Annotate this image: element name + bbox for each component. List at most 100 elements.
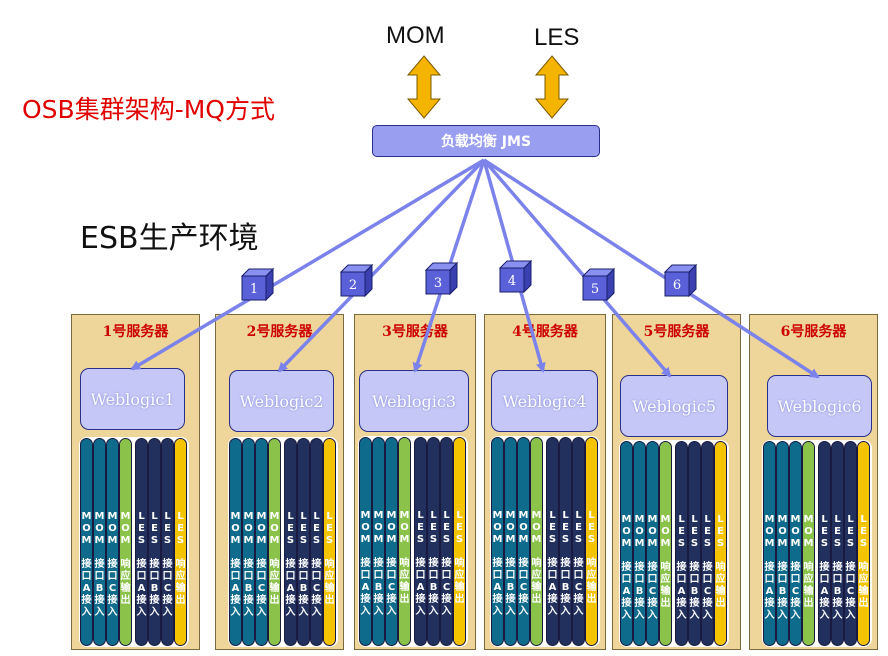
interface-role-label: 接 口 A 接 入 [547,558,558,617]
interface-role-label: 接 口 B 接 入 [634,562,645,621]
interface-pill: M O M 接 口 B 接 入 [93,438,106,646]
interface-role-label: 接 口 C 接 入 [702,562,713,621]
interface-role-label: 响 应 输 出 [715,562,726,609]
interface-role-label: 接 口 B 接 入 [243,559,254,618]
interface-system-label: L E S [859,514,868,549]
interface-role-label: 接 口 B 接 入 [777,562,788,621]
mom-label: MOM [386,22,445,49]
interface-role-label: 响 应 输 出 [399,558,410,605]
server-1-title: 1号服务器 [102,324,169,340]
interface-system-label: M O M [373,510,384,545]
interface-pill: L E S 接 口 A 接 入 [546,437,559,646]
interface-system-label: M O M [269,511,280,546]
interface-system-label: M O M [243,511,254,546]
interface-role-label: 响 应 输 出 [324,559,335,606]
interface-system-label: M O M [256,511,267,546]
interface-system-label: M O M [518,510,529,545]
interface-role-label: 接 口 B 接 入 [373,558,384,617]
interface-role-label: 接 口 C 接 入 [518,558,529,617]
interface-pill: L E S 接 口 A 接 入 [135,438,148,646]
interface-system-label: L E S [429,510,438,545]
interface-role-label: 接 口 A 接 入 [415,558,426,617]
interface-system-label: L E S [703,514,712,549]
interface-pill: M O M 接 口 B 接 入 [372,437,385,646]
interface-pill: M O M 接 口 A 接 入 [80,438,93,646]
interface-role-label: 接 口 B 接 入 [94,559,105,618]
interface-system-label: L E S [137,511,146,546]
interface-role-label: 接 口 C 接 入 [441,558,452,617]
interface-pill: L E S 接 口 A 接 入 [414,437,427,646]
channel-cube-label: 4 [508,274,516,289]
interface-role-label: 接 口 A 接 入 [230,559,241,618]
interface-role-label: 响 应 输 出 [120,559,131,606]
interface-system-label: M O M [81,511,92,546]
interface-system-label: L E S [416,510,425,545]
interface-role-label: 接 口 A 接 入 [360,558,371,617]
channel-cube-label: 3 [434,276,442,291]
interface-role-label: 响 应 输 出 [531,558,542,605]
channel-cube-4: 4 [498,259,533,294]
interface-role-label: 接 口 B 接 入 [149,559,160,618]
interface-role-label: 接 口 B 接 入 [298,559,309,618]
interface-pill: M O M 接 口 A 接 入 [229,438,242,646]
server-3-title: 3号服务器 [382,324,448,340]
interface-role-label: 接 口 B 接 入 [560,558,571,617]
channel-cube-label: 1 [250,282,258,297]
interface-role-label: 接 口 A 接 入 [819,562,830,621]
interface-system-label: L E S [548,510,557,545]
interface-system-label: L E S [312,511,321,546]
link-weblogic-2 [277,158,486,373]
interface-role-label: 接 口 A 接 入 [764,562,775,621]
interface-system-label: M O M [660,514,671,549]
interface-pill: L E S 接 口 C 接 入 [440,437,453,646]
interface-system-label: M O M [230,511,241,546]
interface-system-label: M O M [360,510,371,545]
interface-pill: L E S 接 口 A 接 入 [818,441,831,646]
mom-double-arrow [406,55,442,119]
interface-system-label: L E S [833,514,842,549]
interface-role-label: 响 应 输 出 [175,559,186,606]
interface-pill: M O M 响 应 输 出 [119,438,132,646]
interface-pill: L E S 响 应 输 出 [585,437,598,646]
server-2-title: 2号服务器 [246,324,313,340]
interface-role-label: 接 口 C 接 入 [107,559,118,618]
interface-system-label: M O M [621,514,632,549]
weblogic-5: Weblogic5 [620,375,728,437]
server-4-title: 4号服务器 [512,324,578,340]
diagram-title: OSB集群架构-MQ方式 [22,95,275,124]
interface-role-label: 响 应 输 出 [586,558,597,605]
interface-system-label: L E S [820,514,829,549]
server-6-title: 6号服务器 [780,324,847,340]
interface-system-label: L E S [163,511,172,546]
weblogic-4: Weblogic4 [491,370,598,432]
interface-role-label: 接 口 A 接 入 [81,559,92,618]
interface-system-label: L E S [442,510,451,545]
channel-cube-label: 5 [591,282,599,297]
interface-system-label: L E S [561,510,570,545]
interface-pill: M O M 接 口 B 接 入 [242,438,255,646]
interface-role-label: 接 口 A 接 入 [136,559,147,618]
interface-system-label: L E S [587,510,596,545]
channel-cube-label: 2 [349,278,357,293]
interface-system-label: M O M [94,511,105,546]
server-5-title: 5号服务器 [643,324,710,340]
interface-system-label: M O M [790,514,801,549]
interface-system-label: M O M [531,510,542,545]
interface-system-label: M O M [120,511,131,546]
les-label: LES [534,24,580,51]
interface-pill: M O M 响 应 输 出 [530,437,543,646]
interface-role-label: 响 应 输 出 [269,559,280,606]
interface-role-label: 接 口 C 接 入 [311,559,322,618]
